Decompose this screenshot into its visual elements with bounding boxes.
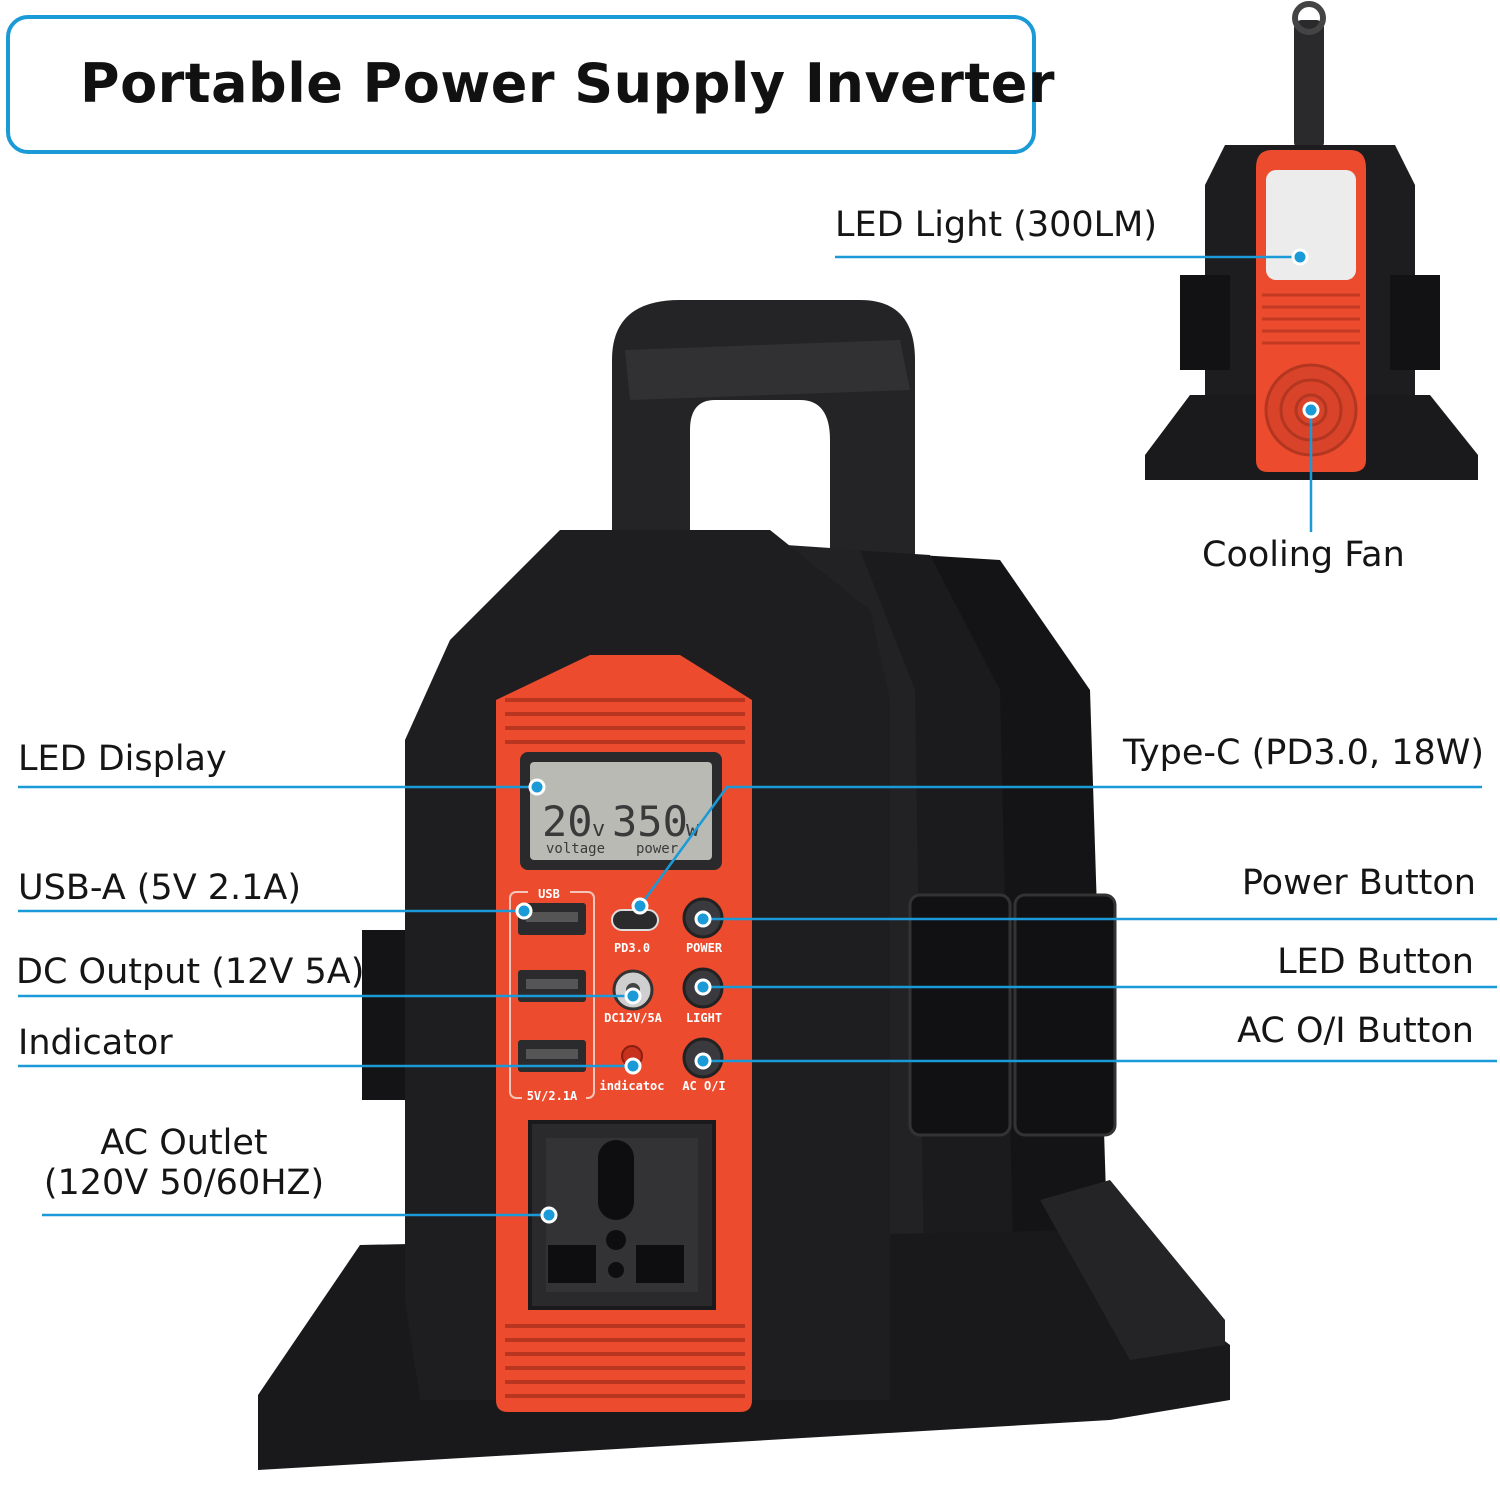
usb-rating-label: 5V/2.1A: [527, 1089, 578, 1103]
lcd-power-unit: w: [686, 817, 700, 842]
light-label: LIGHT: [686, 1011, 722, 1025]
ac-label: AC O/I: [682, 1079, 725, 1093]
dc-label: DC12V/5A: [604, 1011, 663, 1025]
label-led-display: LED Display: [18, 739, 227, 779]
label-type-c: Type-C (PD3.0, 18W): [1122, 733, 1484, 773]
dot-power-button: [694, 910, 712, 928]
outlet-slot-top: [598, 1140, 634, 1220]
lcd-voltage-value: 20: [542, 797, 593, 846]
hook-stem: [1294, 20, 1324, 150]
carry-handle: [612, 300, 915, 560]
lcd-power-label: power: [636, 841, 678, 857]
side-clip-2: [1013, 893, 1117, 1137]
label-indicator: Indicator: [18, 1023, 173, 1063]
callout-dots: [515, 248, 1320, 1224]
main-device: 20 v 350 w voltage power USB 5V/2.1A PD3…: [258, 300, 1230, 1470]
dot-ac-button: [694, 1052, 712, 1070]
lcd-screen: [530, 762, 712, 860]
side-vent-lines: [1262, 293, 1360, 345]
pd-label: PD3.0: [614, 941, 650, 955]
usb-header-label: USB: [538, 887, 560, 901]
dot-ac-outlet: [540, 1206, 558, 1224]
lcd-voltage-label: voltage: [546, 841, 605, 857]
hook-ring: [1292, 1, 1326, 35]
label-led-light: LED Light (300LM): [835, 205, 1157, 245]
indicator-label: indicatoc: [599, 1079, 664, 1093]
label-ac-button: AC O/I Button: [1237, 1011, 1474, 1051]
line-type-c: [638, 785, 1482, 907]
label-cooling-fan: Cooling Fan: [1202, 535, 1405, 575]
label-ac-outlet-line1: AC Outlet: [100, 1123, 268, 1163]
label-led-button: LED Button: [1277, 942, 1474, 982]
power-label: POWER: [686, 941, 723, 955]
page-title: Portable Power Supply Inverter: [80, 52, 1055, 115]
title-box: [6, 15, 1036, 154]
label-power-button: Power Button: [1241, 863, 1476, 903]
lcd-power-value: 350: [612, 797, 688, 846]
outlet-slot-left: [548, 1245, 596, 1283]
dot-led-display: [528, 778, 546, 796]
label-ac-outlet-line2: (120V 50/60HZ): [43, 1163, 325, 1203]
dot-indicator: [624, 1057, 642, 1075]
side-clip-1: [908, 893, 1012, 1137]
label-dc-output: DC Output (12V 5A): [16, 952, 365, 992]
dot-type-c: [631, 897, 649, 915]
side-left-wing: [1180, 275, 1230, 370]
outlet-slot-right: [636, 1245, 684, 1283]
dot-usb-a: [515, 902, 533, 920]
dot-cooling-fan: [1302, 401, 1320, 419]
dot-dc-output: [624, 987, 642, 1005]
lcd-voltage-unit: v: [592, 817, 605, 842]
bottom-vent-lines: [505, 1324, 745, 1398]
label-usb-a: USB-A (5V 2.1A): [18, 868, 302, 908]
dot-led-button: [694, 978, 712, 996]
dot-led-light: [1291, 248, 1309, 266]
callout-lines: [18, 255, 1497, 1217]
side-right-wing: [1390, 275, 1440, 370]
led-light-window: [1266, 170, 1356, 280]
top-vent-lines: [505, 698, 745, 744]
type-c-port[interactable]: [611, 909, 659, 931]
